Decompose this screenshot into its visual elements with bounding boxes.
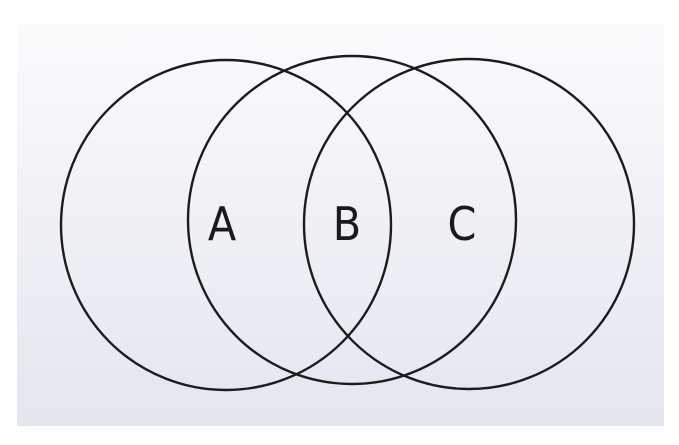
region-label-a: A: [208, 197, 236, 251]
right-circle: [302, 57, 636, 391]
left-circle: [59, 58, 393, 392]
region-label-c: C: [448, 197, 477, 251]
diagram-background-panel: [17, 24, 664, 426]
middle-circle: [186, 54, 518, 386]
region-label-b: B: [333, 197, 361, 251]
